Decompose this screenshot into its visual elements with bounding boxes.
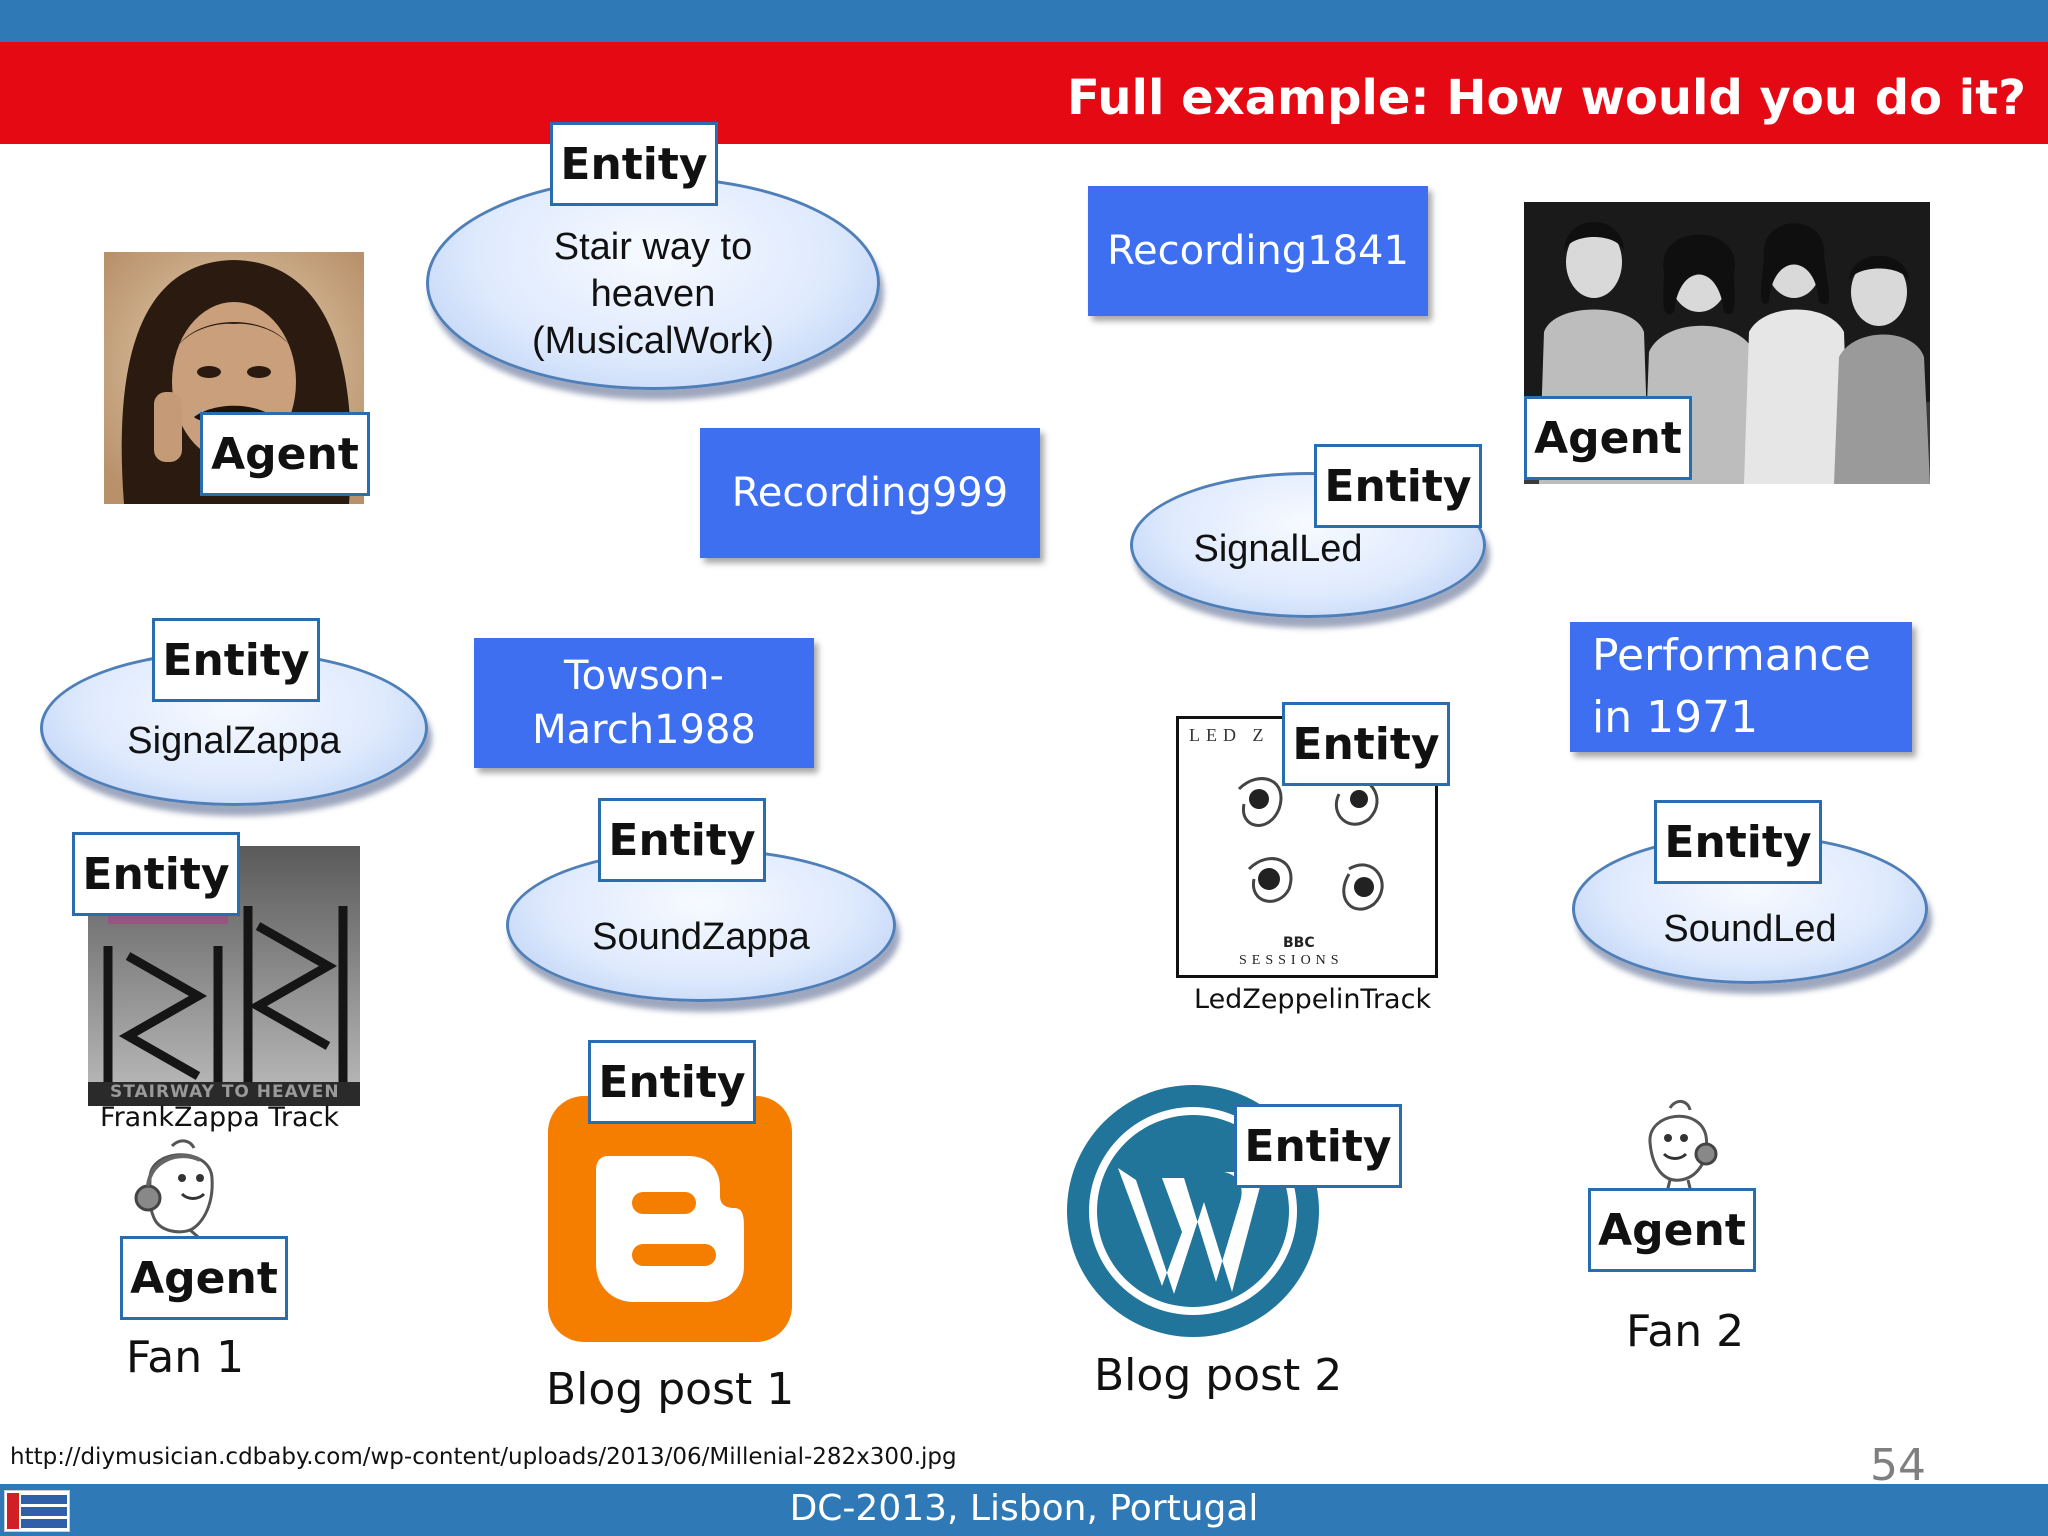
fan2-character-icon bbox=[1630, 1098, 1726, 1198]
entity-label-signal-zappa: Entity bbox=[152, 618, 320, 702]
fan1-caption: Fan 1 bbox=[126, 1332, 245, 1383]
frank-zappa-track-caption: FrankZappa Track bbox=[100, 1102, 340, 1133]
fan1-character-icon bbox=[120, 1138, 230, 1254]
recording999-box: Recording999 bbox=[700, 428, 1040, 558]
performance-1971-box: Performance in 1971 bbox=[1570, 622, 1912, 752]
blog-post-1-caption: Blog post 1 bbox=[546, 1364, 795, 1415]
page-number: 54 bbox=[1870, 1440, 1926, 1491]
footer-bar bbox=[0, 1484, 2048, 1536]
stairway-line-2: heaven bbox=[590, 272, 716, 315]
performance-line-1: Performance bbox=[1592, 630, 1871, 681]
entity-label-sound-zappa: Entity bbox=[598, 798, 766, 882]
agent-label-fan2: Agent bbox=[1588, 1188, 1756, 1272]
entity-label-stairway: Entity bbox=[550, 122, 718, 206]
slide-title: Full example: How would you do it? bbox=[1066, 70, 2026, 126]
fan2-caption: Fan 2 bbox=[1626, 1306, 1745, 1357]
led-cover-top-text: LED Z bbox=[1189, 725, 1270, 745]
towson-march1988-box: Towson- March1988 bbox=[474, 638, 814, 768]
footer-logo bbox=[4, 1490, 70, 1532]
stairway-line-1: Stair way to bbox=[553, 225, 753, 268]
blogger-logo-icon bbox=[548, 1096, 792, 1342]
entity-label-blog-post-1: Entity bbox=[588, 1040, 756, 1124]
stairway-cover-text: STAIRWAY TO HEAVEN bbox=[110, 1082, 340, 1102]
led-cover-sessions-text: SESSIONS bbox=[1239, 953, 1344, 968]
entity-label-sound-led: Entity bbox=[1654, 800, 1822, 884]
performance-line-2: in 1971 bbox=[1592, 692, 1759, 743]
agent-label-led-zeppelin: Agent bbox=[1524, 396, 1692, 480]
sound-zappa-text: SoundZappa bbox=[592, 915, 810, 958]
led-cover-bbc-text: BBC bbox=[1283, 935, 1315, 951]
signal-zappa-text: SignalZappa bbox=[127, 719, 341, 762]
towson-line-1: Towson- bbox=[564, 653, 724, 699]
entity-label-led-zeppelin-track: Entity bbox=[1282, 702, 1450, 786]
entity-label-signal-led: Entity bbox=[1314, 444, 1482, 528]
recording1841-box: Recording1841 bbox=[1088, 186, 1428, 316]
entity-label-frank-zappa-track: Entity bbox=[72, 832, 240, 916]
entity-label-blog-post-2: Entity bbox=[1234, 1104, 1402, 1188]
agent-label-zappa: Agent bbox=[200, 412, 370, 496]
led-zeppelin-track-caption: LedZeppelinTrack bbox=[1194, 984, 1432, 1015]
signal-led-text: SignalLed bbox=[1193, 527, 1363, 570]
source-url[interactable]: http://diymusician.cdbaby.com/wp-content… bbox=[10, 1444, 957, 1470]
blog-post-2-caption: Blog post 2 bbox=[1094, 1350, 1343, 1401]
agent-label-fan1: Agent bbox=[120, 1236, 288, 1320]
top-header-bar bbox=[0, 0, 2048, 42]
ontology-logo-icon bbox=[7, 1493, 67, 1529]
towson-line-2: March1988 bbox=[532, 707, 756, 753]
sound-zappa-ellipse: SoundZappa bbox=[506, 848, 896, 1002]
stairway-musical-work-ellipse: Stair way to heaven (MusicalWork) bbox=[426, 176, 880, 390]
footer-text: DC-2013, Lisbon, Portugal bbox=[789, 1488, 1259, 1529]
stairway-line-3: (MusicalWork) bbox=[531, 319, 775, 362]
title-bar bbox=[0, 42, 2048, 144]
sound-led-text: SoundLed bbox=[1663, 907, 1837, 950]
